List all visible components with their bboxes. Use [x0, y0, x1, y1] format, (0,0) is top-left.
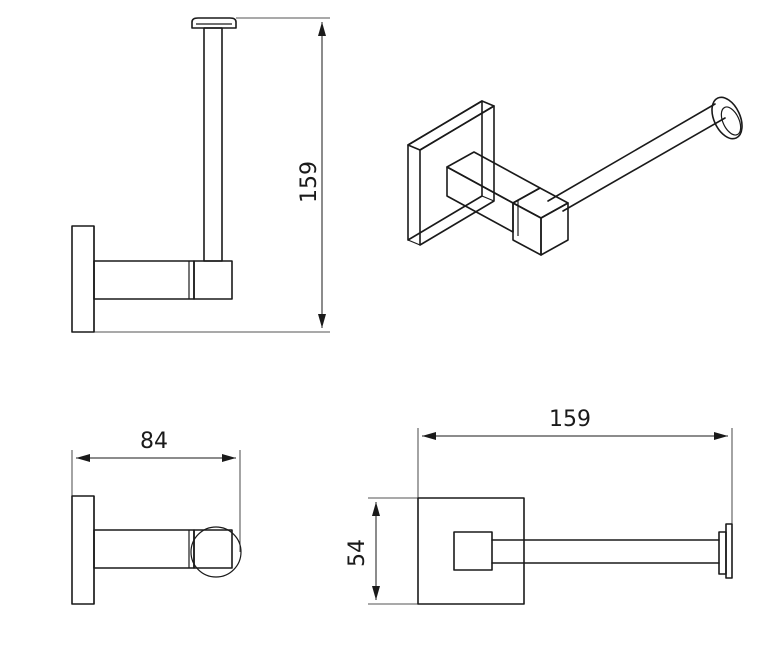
side-view — [71, 17, 237, 333]
front-view — [417, 497, 733, 605]
height-dimension: 159 — [94, 17, 330, 333]
width-dimension: 159 — [417, 407, 733, 524]
width-dimension-label: 159 — [549, 407, 591, 432]
top-view — [71, 495, 242, 605]
depth-dimension: 84 — [71, 429, 241, 552]
isometric-view — [407, 96, 743, 256]
height-dimension-label: 159 — [297, 161, 322, 203]
depth-dimension-label: 84 — [140, 429, 168, 454]
plate-dimension: 54 — [345, 497, 418, 605]
plate-dimension-label: 54 — [345, 539, 370, 567]
